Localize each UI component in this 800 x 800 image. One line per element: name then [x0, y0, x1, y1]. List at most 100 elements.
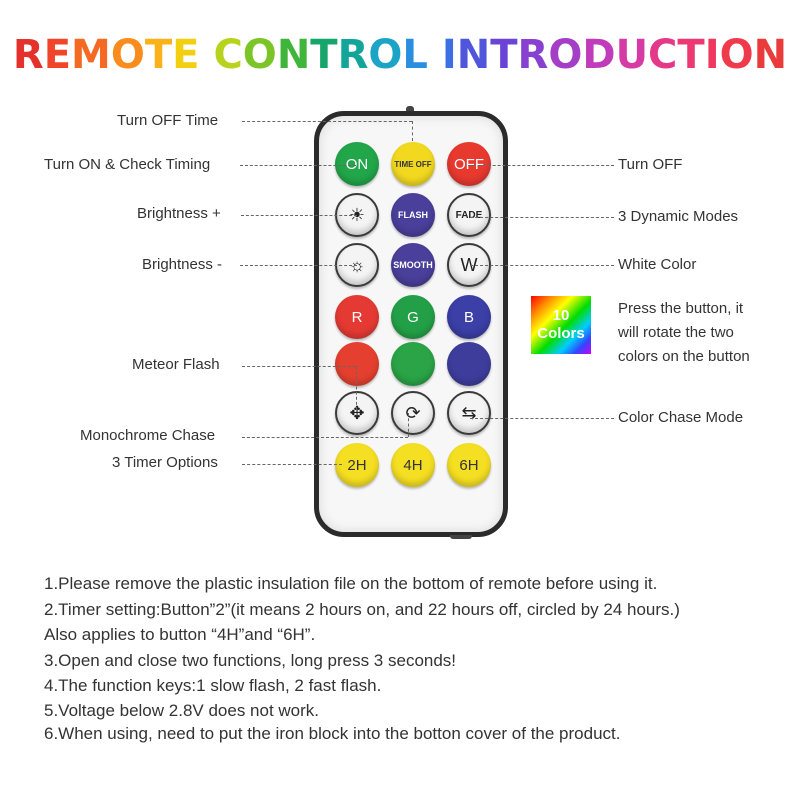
title-letter: I: [704, 32, 720, 78]
leader-line: [408, 413, 409, 437]
leader-line: [412, 121, 413, 141]
callout-brightness-up: Brightness +: [137, 205, 221, 222]
red-button[interactable]: R: [335, 295, 379, 339]
blue-button[interactable]: B: [447, 295, 491, 339]
title-letter: E: [43, 32, 72, 78]
title-letter: O: [548, 32, 583, 78]
leader-line: [241, 215, 357, 216]
flash-button-label: FLASH: [398, 210, 428, 220]
off-button[interactable]: OFF: [447, 142, 491, 186]
title-letter: T: [490, 32, 518, 78]
title-letter: T: [677, 32, 705, 78]
green-button[interactable]: G: [391, 295, 435, 339]
brightness-down-button[interactable]: ☼: [335, 243, 379, 287]
title-letter: [200, 32, 214, 78]
on-button[interactable]: ON: [335, 142, 379, 186]
title-letter: I: [441, 32, 457, 78]
callout-color-chase-mode: Color Chase Mode: [618, 409, 744, 426]
page-title: REMOTE CONTROL INTRODUCTION: [0, 32, 800, 78]
callout-turn-on-check-timing: Turn ON & Check Timing: [44, 156, 211, 173]
title-letter: N: [456, 32, 491, 78]
callout-meteor-flash: Meteor Flash: [132, 356, 220, 373]
flash-button[interactable]: FLASH: [391, 193, 435, 237]
fade-button[interactable]: FADE: [447, 193, 491, 237]
leader-line: [240, 265, 357, 266]
meteor-flash-mode-button-label: ✥: [349, 402, 365, 423]
leader-line: [240, 165, 356, 166]
leader-line: [242, 464, 342, 465]
callout-monochrome-chase: Monochrome Chase: [80, 427, 216, 444]
meteor-green-button[interactable]: [391, 342, 435, 386]
white-button-label: W: [460, 254, 478, 275]
smooth-button-label: SMOOTH: [393, 260, 433, 270]
color-chase-button[interactable]: ⇆: [447, 391, 491, 435]
leader-line: [356, 366, 357, 410]
monochrome-chase-button[interactable]: ⟳: [391, 391, 435, 435]
title-letter: O: [242, 32, 277, 78]
on-button-label: ON: [345, 155, 369, 173]
note-line-3: colors on the button: [618, 348, 750, 365]
timer-2h-button-label: 2H: [347, 456, 367, 474]
title-letter: L: [402, 32, 428, 78]
time-off-button-label: TIME OFF: [394, 159, 432, 169]
callout-dynamic-modes: 3 Dynamic Modes: [618, 208, 739, 225]
title-letter: N: [753, 32, 788, 78]
brightness-down-button-label: ☼: [348, 254, 366, 275]
title-letter: E: [172, 32, 200, 78]
instruction-line: 1.Please remove the plastic insulation f…: [44, 574, 658, 593]
timer-4h-button[interactable]: 4H: [391, 443, 435, 487]
callout-turn-off: Turn OFF: [618, 156, 683, 173]
instruction-line: 5.Voltage below 2.8V does not work.: [44, 701, 320, 720]
meteor-red-button[interactable]: [335, 342, 379, 386]
title-letter: R: [517, 32, 549, 78]
meteor-flash-mode-button[interactable]: ✥: [335, 391, 379, 435]
timer-6h-button[interactable]: 6H: [447, 443, 491, 487]
title-letter: O: [368, 32, 403, 78]
callout-white-color: White Color: [618, 256, 697, 273]
timer-2h-button[interactable]: 2H: [335, 443, 379, 487]
remote-bottom-nub: [450, 535, 472, 539]
badge-label: Colors: [537, 325, 585, 342]
remote-top-nub: [406, 106, 414, 111]
smooth-button[interactable]: SMOOTH: [391, 243, 435, 287]
title-letter: T: [144, 32, 173, 78]
time-off-button[interactable]: TIME OFF: [391, 142, 435, 186]
callout-brightness-down: Brightness -: [142, 256, 223, 273]
title-letter: M: [71, 32, 111, 78]
instruction-line: 3.Open and close two functions, long pre…: [44, 651, 457, 670]
red-button-label: R: [351, 308, 363, 326]
title-letter: C: [648, 32, 678, 78]
monochrome-chase-button-label: ⟳: [405, 402, 421, 423]
title-letter: N: [276, 32, 311, 78]
title-letter: O: [719, 32, 754, 78]
leader-line: [468, 165, 614, 166]
brightness-up-button-label: ☀: [348, 204, 366, 225]
title-letter: [428, 32, 442, 78]
timer-4h-button-label: 4H: [403, 456, 423, 474]
timer-6h-button-label: 6H: [459, 456, 479, 474]
off-button-label: OFF: [454, 155, 484, 173]
green-button-label: G: [407, 308, 419, 326]
instruction-line: Also applies to button “4H”and “6H”.: [44, 625, 316, 644]
title-letter: U: [615, 32, 649, 78]
title-letter: R: [337, 32, 369, 78]
title-letter: O: [110, 32, 145, 78]
leader-line: [242, 121, 412, 122]
title-letter: T: [310, 32, 338, 78]
fade-button-label: FADE: [455, 209, 483, 221]
note-line-1: Press the button, it: [618, 300, 744, 317]
ten-colors-badge: 10 Colors: [531, 296, 591, 354]
callout-turn-off-time: Turn OFF Time: [117, 112, 219, 129]
title-letter: R: [12, 32, 44, 78]
leader-line: [470, 418, 614, 419]
color-chase-button-label: ⇆: [461, 402, 477, 423]
instruction-line: 4.The function keys:1 slow flash, 2 fast…: [44, 676, 382, 695]
title-letter: D: [582, 32, 616, 78]
meteor-blue-button[interactable]: [447, 342, 491, 386]
leader-line: [242, 437, 408, 438]
instruction-line: 2.Timer setting:Button”2”(it means 2 hou…: [44, 600, 680, 619]
title-letter: C: [213, 32, 243, 78]
note-line-2: will rotate the two: [618, 324, 734, 341]
leader-line: [242, 366, 356, 367]
callout-timer-options: 3 Timer Options: [112, 454, 218, 471]
